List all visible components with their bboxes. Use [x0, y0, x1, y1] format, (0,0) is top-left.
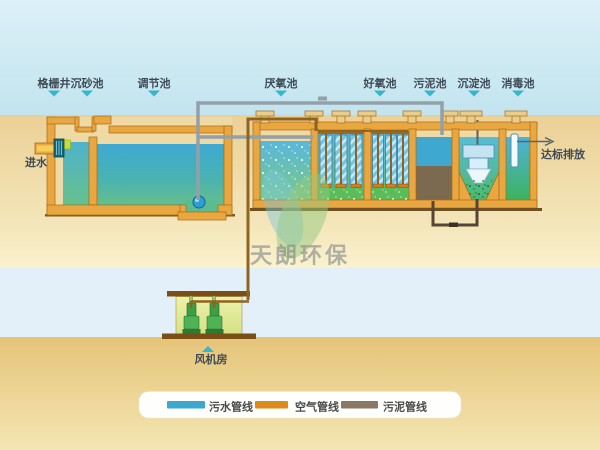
- screen-basket: [64, 139, 71, 150]
- top-wall: [46, 116, 79, 125]
- pointer-down-icon: [81, 90, 93, 97]
- sludge-pipe-valve: [449, 222, 458, 227]
- stage-label: 污泥池: [414, 76, 447, 90]
- tank-cover: [108, 125, 233, 134]
- legend: 污水管线 空气管线 污泥管线: [138, 391, 462, 419]
- blower-unit: [182, 295, 201, 334]
- watermark: 天朗环保: [250, 169, 350, 269]
- left-wall: [46, 116, 56, 216]
- recessed-cover: [76, 126, 95, 133]
- watermark-leaf-green: [276, 173, 330, 259]
- complex-left-wall: [252, 121, 261, 209]
- outlet-arrow-icon: [544, 136, 555, 147]
- inlet-label: 进水: [25, 155, 48, 169]
- pointer-down-icon: [48, 90, 60, 97]
- watermark-text: 天朗环保: [250, 244, 350, 269]
- stage-label: 沉砂池: [71, 76, 104, 90]
- aerator-assemblies: [320, 133, 409, 188]
- blower-room: [162, 291, 256, 339]
- pretreatment-tank-structure: [34, 115, 235, 221]
- legend-swatch-sewage: [167, 401, 205, 409]
- sewage-pipe-main: [196, 101, 444, 200]
- aeration-bubbles: [371, 185, 409, 202]
- complex-right-wall: [529, 121, 538, 209]
- pointer-down-icon: [275, 90, 287, 97]
- legend-swatch-air: [255, 401, 288, 409]
- middle-light-band: [0, 268, 600, 337]
- legend-label: 空气管线: [295, 400, 339, 414]
- divider-wall: [498, 128, 507, 203]
- stage-label: 好氧池: [363, 76, 397, 90]
- complex-top-wall: [252, 121, 538, 131]
- stage-label: 厌氧池: [265, 76, 298, 90]
- top-wall: [93, 115, 112, 125]
- divider-wall: [451, 128, 460, 203]
- stage-label: 格栅井: [38, 76, 71, 90]
- right-wall: [223, 125, 233, 216]
- blower-room-roof: [167, 291, 250, 297]
- stage-label: 调节池: [138, 76, 171, 90]
- feed-well-lower: [468, 157, 489, 170]
- air-pipe-main: [246, 117, 318, 300]
- stage-label: 消毒池: [502, 76, 535, 90]
- pointer-down-icon: [512, 90, 524, 97]
- legend-label: 污泥管线: [383, 400, 427, 414]
- sludge-floc: [466, 180, 492, 198]
- media-support-beam: [371, 131, 409, 134]
- sky-band: [0, 0, 600, 115]
- foundation-line: [250, 208, 542, 211]
- center-feed-well: [462, 144, 495, 159]
- sewage-pipe-joint: [318, 96, 327, 101]
- divider-wall: [408, 128, 417, 203]
- pointer-down-icon: [468, 90, 480, 97]
- pointer-down-icon: [148, 90, 160, 97]
- chlorine-doser-tube: [510, 133, 519, 168]
- legend-label: 污水管线: [209, 400, 253, 414]
- tank-vent-posts: [255, 110, 528, 124]
- bottom-wall: [46, 204, 185, 216]
- inlet-pipe-inner: [37, 145, 54, 152]
- air-pipe-room: [189, 300, 249, 308]
- media-support-beam: [318, 131, 364, 134]
- pointer-up-icon: [202, 346, 214, 352]
- stage-label: 沉淀池: [458, 76, 491, 90]
- blower-room-base: [162, 333, 256, 339]
- sludge-tank-sludge: [416, 166, 452, 202]
- pointer-down-icon: [424, 90, 436, 97]
- sump-bottom: [177, 211, 227, 221]
- aeration-bubbles: [318, 185, 364, 202]
- divider-wall: [88, 136, 98, 206]
- regulating-tank-water: [97, 144, 224, 205]
- blower-room-label: 风机房: [195, 352, 228, 366]
- divider-wall: [363, 128, 372, 203]
- sludge-tank-water: [416, 137, 452, 166]
- pipes: [189, 96, 555, 308]
- legend-swatch-sludge: [341, 401, 378, 409]
- pointer-down-icon: [374, 90, 386, 97]
- outlet-label: 达标排放: [541, 147, 586, 161]
- grit-chamber-water: [63, 142, 90, 205]
- stage-labels: 格栅井 沉砂池 调节池 厌氧池 好氧池 污泥池 沉淀池 消毒池 进水 达标排放 …: [25, 76, 586, 366]
- legend-panel: [138, 391, 462, 419]
